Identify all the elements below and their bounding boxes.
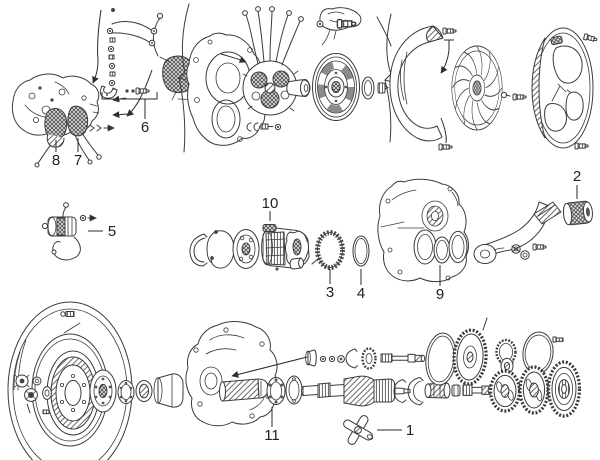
gasket-left [178,3,190,153]
cable-clamp [316,7,362,46]
tiny-bolt [552,336,564,343]
callouts: 1 2 3 4 5 6 7 8 9 10 11 [52,92,581,444]
wheel-cluster [7,301,184,460]
ignition-coil-7 [67,105,102,165]
arrow-to-stator [220,53,247,63]
small-chevrons [89,124,102,132]
lever-top-end [533,201,562,225]
axle-bearing-11 [266,377,286,405]
wheel-bearing-2 [135,380,153,402]
wiring-harness [89,8,158,132]
gear-circlips [393,377,424,406]
cover-kickstart-cluster [377,178,593,283]
arrow-from-coil [126,69,153,117]
axle-sleeve [153,373,184,408]
cover-seals [413,229,468,265]
cluster-gear [495,338,517,375]
stator-coil [250,71,268,89]
retaining-clip [189,233,208,267]
callout-label-1: 1 [406,422,414,439]
kickstart-lever [473,201,562,264]
condenser-coil-group [41,202,97,261]
shim-parts-row [305,347,377,370]
arrow-to-plate-2 [112,111,129,119]
hub-cone [286,79,311,97]
harness-bolt [135,87,150,95]
ring-spacer [522,331,554,375]
callout-label-3: 3 [326,284,334,301]
gear-first-large [546,360,582,418]
spring-ring-3 [311,230,345,270]
o-ring-4 [352,235,370,267]
case-details [193,327,271,419]
axle-spacer [285,375,303,405]
clutch-assembly [261,227,310,271]
gearbox-cluster [185,321,426,445]
rear-axle [219,378,269,402]
gear-selector-cross-1 [343,415,374,445]
cover-screw-top [582,33,599,44]
shroud-screw-bottom [438,143,453,151]
gearbox-case-half [185,321,280,427]
cover-cutout-top [552,45,583,84]
clutch-cluster [189,224,370,271]
harness-screws-column [106,27,116,87]
main-shaft [301,375,411,407]
cooling-fan [451,45,503,131]
leader-to-case [231,355,312,378]
gear-stack-cluster [393,317,582,418]
small-circlip [345,348,358,369]
axle-fasteners [14,374,52,415]
cover-screw-bottom [574,142,589,150]
fan-cover [531,27,599,150]
stator-wires [242,6,304,66]
cover-cutout-bottom [544,103,567,132]
lever-washers [511,243,547,260]
shim-ring [425,332,457,386]
stator-coil [272,70,290,88]
shroud-screw-top [442,27,457,35]
wheel-bearing-1 [117,380,135,404]
tiny-pin [482,317,488,331]
fan-cluster [389,25,599,151]
toothed-ring-gear [452,328,488,386]
callout-label-7: 7 [74,152,82,169]
callout-label-10: 10 [262,195,279,212]
cover-cutout-right [565,91,584,121]
kickstart-pedal-rubber-2 [562,200,593,226]
gear-third [518,365,550,415]
pressure-plate [232,229,260,269]
small-nut [451,384,461,397]
fan-shroud [389,25,457,151]
cable-guide-bracket [99,85,118,99]
cover-fastener-row [246,122,282,132]
condenser-wire [52,236,81,261]
callout-label-9: 9 [436,286,444,303]
selector-rod [380,353,426,363]
pinion-shaft [462,384,493,396]
flywheel-cluster [178,3,393,153]
serrated-washer [361,347,377,370]
flywheel-spacer-ring [361,76,375,100]
callout-label-8: 8 [52,152,60,169]
callout-label-5: 5 [108,223,116,240]
flywheel-nut [377,82,389,94]
callout-label-2: 2 [573,168,581,185]
hub-cap [89,369,117,413]
callout-label-4: 4 [357,285,365,302]
fan-bolts [500,91,527,101]
callout-label-6: 6 [141,119,149,136]
gear-second [488,369,522,413]
wheel-top-bolt [60,311,75,317]
lever-screw [532,243,547,251]
brake-drum [46,350,100,436]
stator-plate [220,6,304,116]
large-circlip [206,230,235,269]
clutch-spring-10 [262,224,277,232]
flywheel [312,53,360,121]
callout-label-11: 11 [264,427,280,444]
